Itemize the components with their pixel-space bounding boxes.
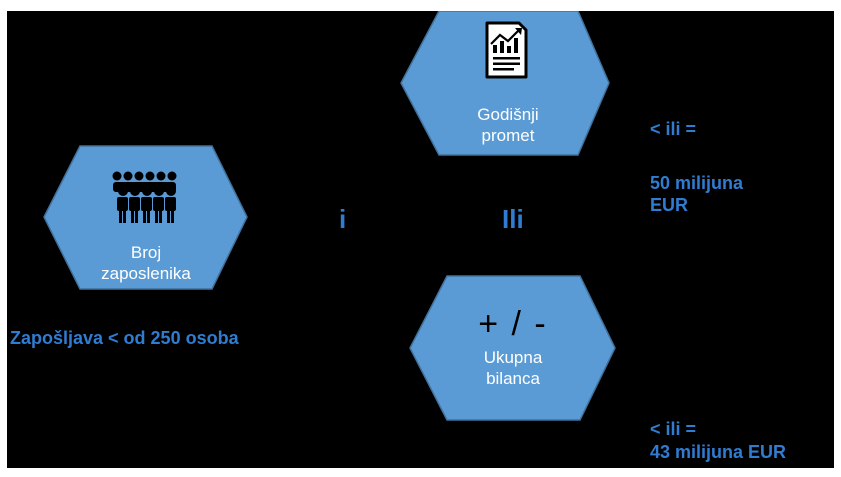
hexagon-annual-turnover — [400, 11, 610, 156]
report-chart-icon — [485, 21, 528, 79]
employees-condition: Zapošljava < od 250 osoba — [10, 328, 239, 348]
balance-label: Ukupna bilanca — [453, 347, 573, 389]
balance-condition-operator: < ili = — [650, 419, 697, 439]
hexagon-balance-sheet — [409, 275, 616, 421]
balance-condition-value: 43 milijuna EUR — [650, 442, 787, 462]
turnover-label: Godišnji promet — [452, 104, 564, 146]
hexagon-layer — [43, 11, 616, 421]
turnover-condition-operator: < ili = — [650, 119, 697, 139]
employees-label-line2: zaposlenika — [101, 264, 191, 283]
plus-minus-symbols: + / - — [478, 305, 548, 343]
people-group-icon — [112, 171, 177, 223]
balance-label-line2: bilanca — [486, 369, 540, 388]
turnover-condition-unit: EUR — [650, 195, 689, 215]
connector-or: Ili — [502, 204, 524, 234]
balance-label-line1: Ukupna — [483, 348, 543, 367]
slide-canvas: Godišnji promet Broj zaposlenika + / - U… — [7, 11, 834, 468]
employees-label-line1: Broj — [130, 243, 162, 262]
employees-label: Broj zaposlenika — [81, 242, 211, 284]
turnover-label-line2: promet — [481, 126, 535, 145]
turnover-condition-value: 50 milijuna — [650, 173, 744, 193]
connector-and: i — [339, 204, 347, 234]
turnover-label-line1: Godišnji — [477, 105, 539, 124]
